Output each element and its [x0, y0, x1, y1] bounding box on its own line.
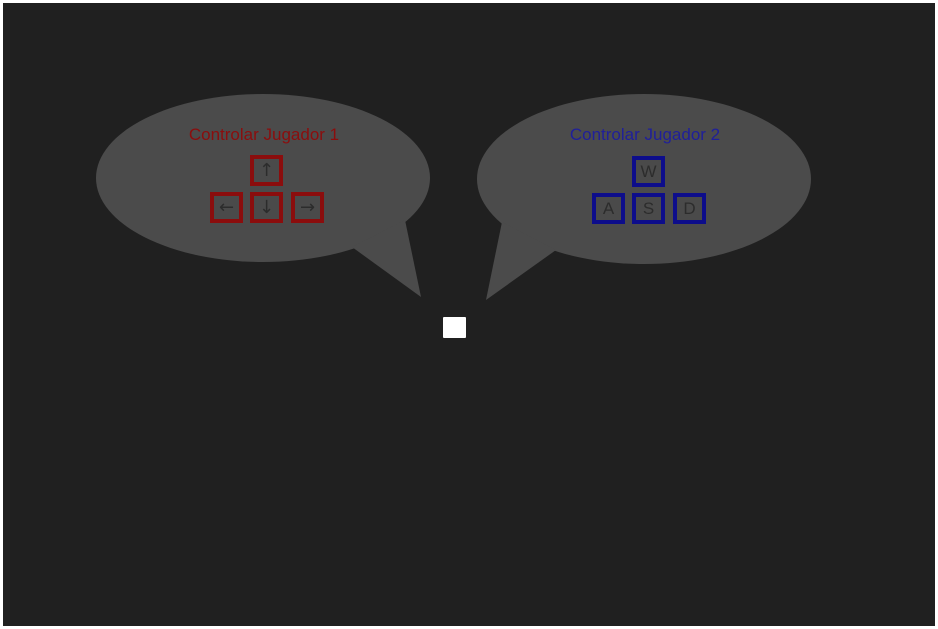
d-key: D: [673, 193, 706, 224]
arrow-right-key: →: [291, 192, 324, 223]
a-key: A: [592, 193, 625, 224]
player2-controls-title: Controlar Jugador 2: [569, 125, 721, 144]
s-key: S: [632, 193, 665, 224]
w-key: W: [632, 156, 665, 187]
game-canvas[interactable]: [3, 3, 935, 626]
arrow-up-key: ↑: [250, 155, 283, 186]
player-square: [443, 317, 466, 338]
arrow-left-key: ←: [210, 192, 243, 223]
arrow-down-key: ↓: [250, 192, 283, 223]
player1-controls-title: Controlar Jugador 1: [188, 125, 340, 144]
